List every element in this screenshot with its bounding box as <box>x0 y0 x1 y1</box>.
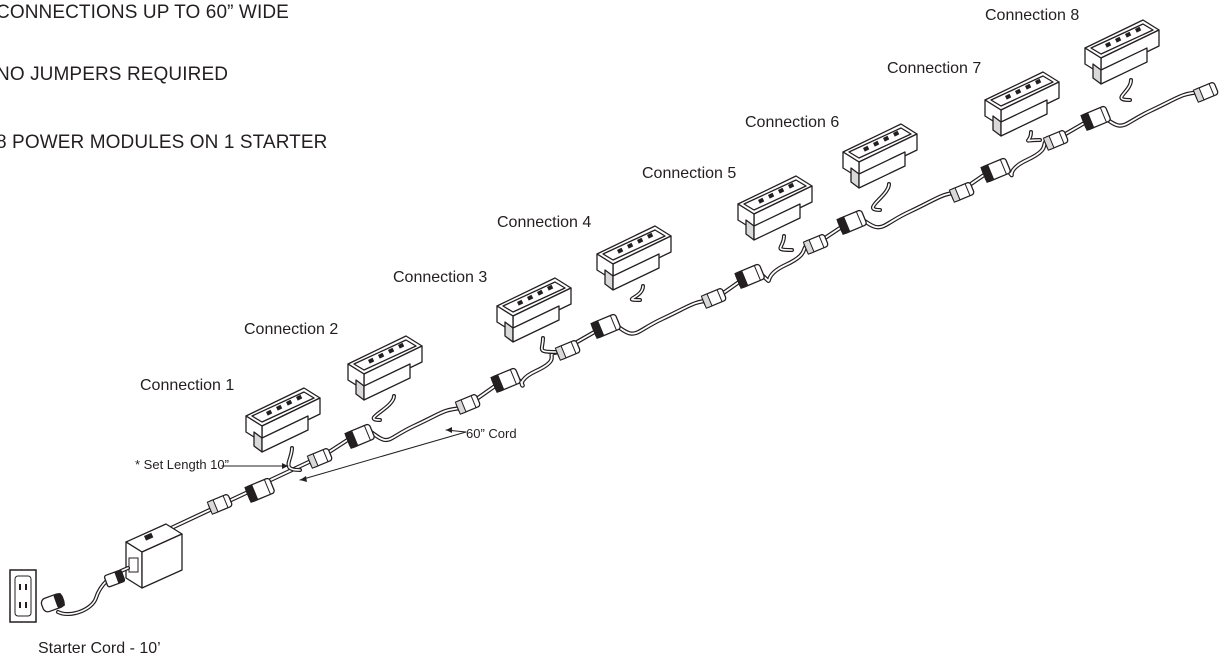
feature-2: NO JUMPERS REQUIRED <box>0 64 229 85</box>
set-length-callout: * Set Length 10” <box>135 457 229 472</box>
cord-connector-icon <box>244 477 275 504</box>
cord-connector-icon <box>206 494 233 515</box>
connection-label-7: Connection 7 <box>887 60 982 77</box>
link-cord-7 <box>1097 89 1203 128</box>
cord-connector-icon <box>980 157 1011 184</box>
link-cord-2 <box>509 349 563 388</box>
feature-1: CONNECTIONS UP TO 60” WIDE <box>0 2 289 23</box>
connection-label-6: Connection 6 <box>745 114 840 131</box>
cord-connector-icon <box>490 367 521 394</box>
drop-cord-6 <box>871 182 891 212</box>
connection-label-3: Connection 3 <box>393 269 488 286</box>
link-cord-5 <box>855 189 963 230</box>
cord-connector-icon <box>306 448 333 469</box>
power-module-icon <box>737 175 813 241</box>
starter-cord-label: Starter Cord - 10’ <box>38 640 161 657</box>
drop-cord-5 <box>778 234 794 252</box>
power-module-icon <box>347 335 423 401</box>
drop-cord-2 <box>371 394 396 422</box>
power-module-icon <box>984 71 1060 137</box>
cord-callout: 60” Cord <box>466 426 517 441</box>
power-module-icon <box>245 387 321 453</box>
cord-connector-icon <box>802 234 829 255</box>
cord-connector-icon <box>836 209 867 236</box>
set-length-leader <box>221 463 289 469</box>
cord-connector-icon <box>734 263 765 290</box>
connection-label-5: Connection 5 <box>642 165 737 182</box>
drop-cord-7 <box>1026 130 1042 143</box>
power-module-icon <box>496 277 572 343</box>
cord-connector-icon <box>454 394 481 415</box>
cord-connector-icon <box>344 423 375 450</box>
starter-box-icon <box>125 523 183 589</box>
feature-3: 8 POWER MODULES ON 1 STARTER <box>0 132 328 153</box>
connection-label-4: Connection 4 <box>497 214 592 231</box>
plug-icon <box>40 593 65 613</box>
cord-connector-icon <box>590 313 621 340</box>
link-cord-1 <box>363 405 465 443</box>
connection-label-2: Connection 2 <box>244 321 339 338</box>
cord-connector-icon <box>1080 105 1111 132</box>
drop-cord-4 <box>630 284 645 302</box>
power-module-icon <box>842 123 918 189</box>
connection-label-8: Connection 8 <box>985 7 1080 24</box>
power-module-icon <box>596 225 672 291</box>
iec-plug-icon <box>103 569 126 588</box>
cord-connector-icon <box>1042 130 1069 151</box>
wall-outlet-icon <box>9 569 37 623</box>
cord-leader <box>299 427 467 482</box>
power-module-icon <box>1084 19 1160 85</box>
connection-label-1: Connection 1 <box>140 377 235 394</box>
link-cord-3 <box>609 297 715 336</box>
cord-connector-icon <box>700 288 727 309</box>
drop-cord-3 <box>539 336 558 354</box>
cord-connector-icon <box>1192 82 1219 103</box>
drop-cord-1 <box>286 446 302 472</box>
cord-connector-icon <box>948 182 975 203</box>
drop-cord-8 <box>1119 78 1133 102</box>
cord-connector-icon <box>554 340 581 361</box>
